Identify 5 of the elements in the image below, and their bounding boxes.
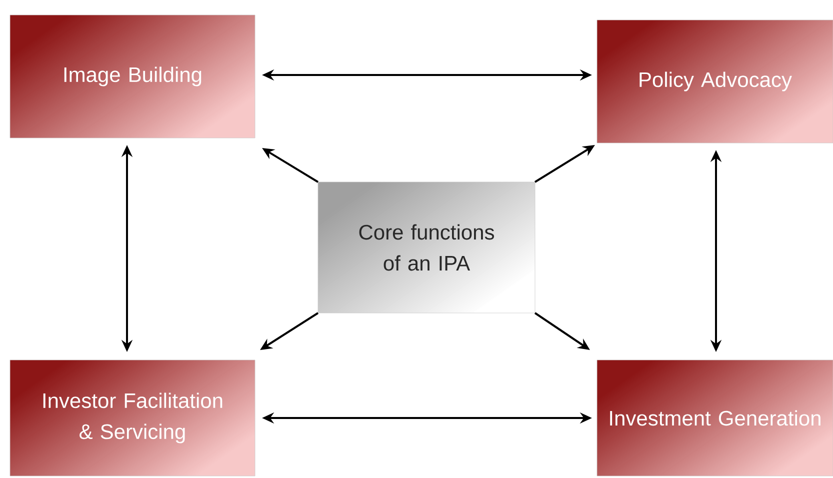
function-box: Investor Facilitation & Servicing [10,360,256,476]
center-box: Core functions of an IPA [318,182,536,314]
function-box: Image Building [10,14,256,138]
function-box: Policy Advocacy [596,20,833,144]
function-box: Investment Generation [596,360,833,476]
